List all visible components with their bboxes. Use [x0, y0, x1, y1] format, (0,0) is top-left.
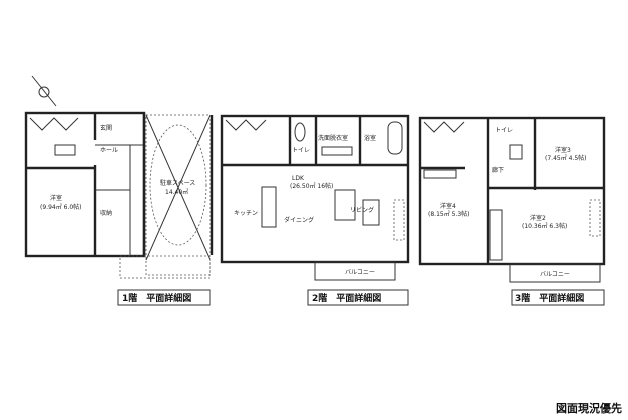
label-washroom: 洗面脱衣室	[318, 134, 348, 142]
label-entrance: 玄関	[100, 124, 112, 132]
label-dining: ダイニング	[284, 216, 314, 224]
label-parking: 駐車スペース	[160, 179, 195, 187]
label-room4: 洋室4	[440, 202, 456, 210]
floor-3-title: 3階 平面詳細図	[515, 292, 584, 304]
floor-3-title-box	[511, 289, 605, 306]
label-storage: 収納	[100, 209, 112, 217]
label-room4-area: (8.15㎡ 5.3帖)	[428, 210, 470, 218]
label-kitchen: キッチン	[234, 210, 258, 217]
label-parking-area: 14.40㎡	[165, 188, 188, 196]
floor-1-title: 1階 平面詳細図	[122, 292, 191, 304]
label-room3-area: (7.45㎡ 4.5帖)	[545, 154, 587, 162]
drawing-note: 図面現況優先	[556, 402, 622, 415]
floor-3-plan	[418, 116, 606, 283]
floor-1-plan	[24, 111, 214, 279]
floor-1-title-box	[117, 289, 211, 306]
floor-2-title: 2階 平面詳細図	[312, 292, 381, 304]
label-toilet-3f: トイレ	[495, 127, 513, 134]
label-hall: ホール	[100, 147, 118, 154]
label-balcony-2f: バルコニー	[345, 269, 375, 276]
label-hall-3f: 廊下	[492, 166, 504, 174]
label-living: リビング	[350, 206, 374, 214]
label-balcony-3f: バルコニー	[540, 271, 570, 278]
label-ldk-area: (26.50㎡ 16帖)	[290, 182, 333, 190]
label-room3: 洋室3	[555, 146, 571, 154]
label-toilet-2f: トイレ	[292, 147, 310, 154]
floor-2-title-box	[307, 289, 409, 306]
label-ldk: LDK	[292, 175, 305, 182]
floor-2-plan	[220, 114, 410, 281]
label-room2: 洋室2	[530, 214, 546, 222]
label-western-room-area: (9.94㎡ 6.0帖)	[40, 203, 82, 211]
label-western-room: 洋室	[50, 194, 62, 202]
label-room2-area: (10.36㎡ 6.3帖)	[522, 222, 567, 230]
label-bath: 浴室	[364, 134, 376, 142]
north-arrow-icon	[31, 75, 57, 107]
